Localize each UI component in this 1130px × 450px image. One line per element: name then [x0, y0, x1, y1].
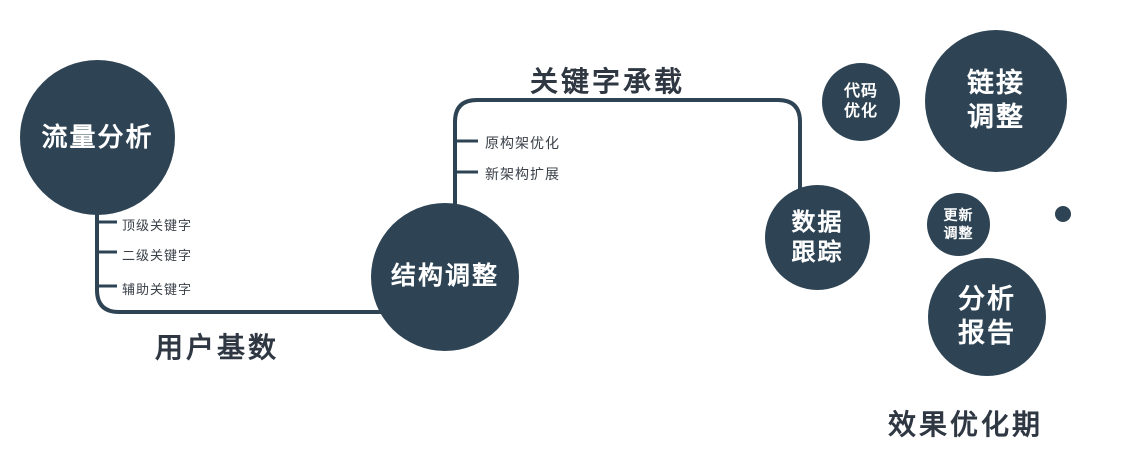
node-link-adjustment-line2: 调整	[967, 102, 1025, 132]
branch-label-original-architecture: 原构架优化	[485, 135, 560, 151]
edge-userbase-path	[95, 137, 447, 314]
node-structure-adjustment-label: 结构调整	[390, 262, 499, 291]
branch-label-new-architecture: 新架构扩展	[485, 166, 560, 182]
node-data-tracking-line2: 跟踪	[791, 238, 844, 266]
edge-label-user-base: 用户基数	[155, 332, 280, 363]
node-analysis-report: 分析 报告	[928, 258, 1046, 376]
branch-label-top-keywords: 顶级关键字	[122, 218, 193, 233]
node-analysis-report-line1: 分析	[958, 284, 1016, 315]
node-structure-adjustment: 结构调整	[371, 203, 519, 351]
branch-label-auxiliary-keywords: 辅助关键字	[122, 282, 193, 297]
node-data-tracking-line1: 数据	[791, 208, 844, 236]
edge-label-keyword-carry: 关键字承载	[530, 66, 686, 97]
node-link-adjustment-line1: 链接	[967, 68, 1025, 99]
node-traffic-analysis: 流量分析	[20, 60, 175, 215]
node-update-adjustment: 更新 调整	[927, 193, 990, 256]
node-update-adjustment-line2: 调整	[943, 224, 974, 241]
node-code-optimization-line1: 代码	[843, 83, 878, 100]
phase-label-effect-optimization: 效果优化期	[888, 409, 1044, 440]
node-traffic-analysis-label: 流量分析	[41, 122, 154, 153]
edge-keyword-path	[453, 98, 802, 277]
node-link-adjustment: 链接 调整	[925, 30, 1067, 172]
branch-label-secondary-keywords: 二级关键字	[122, 248, 193, 263]
node-code-optimization: 代码 优化	[822, 63, 900, 141]
node-data-tracking: 数据 跟踪	[765, 185, 870, 290]
node-code-optimization-line2: 优化	[843, 103, 878, 120]
node-update-adjustment-line1: 更新	[943, 207, 974, 223]
small-dot-marker	[1055, 206, 1071, 222]
node-analysis-report-line2: 报告	[958, 318, 1016, 348]
